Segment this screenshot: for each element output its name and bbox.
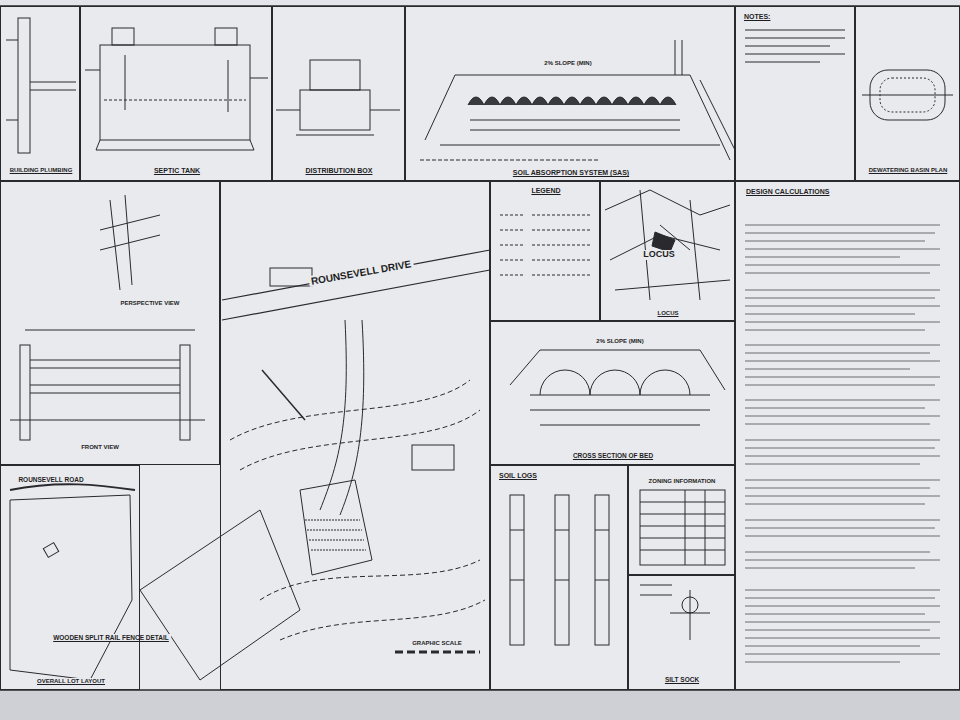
panel-title: DEWATERING BASIN PLAN: [867, 167, 950, 174]
drawing-panel: ROUNSEVELL ROAD OVERALL LOT LAYOUT: [0, 465, 140, 690]
drawing-label: FRONT VIEW: [79, 444, 121, 451]
drawing-panel: WOODEN SPLIT RAIL FENCE DETAIL: [0, 181, 220, 465]
panel-title: SILT SOCK: [663, 676, 701, 683]
drawing-panel: DEWATERING BASIN PLAN: [855, 6, 960, 181]
panel-title: SOIL ABSORPTION SYSTEM (SAS): [511, 169, 631, 177]
drawing-panel: SOIL ABSORPTION SYSTEM (SAS): [405, 6, 735, 181]
drawing-panel: LOCUS LOCUS: [600, 181, 735, 321]
drawing-panel: SEPTIC TANK: [80, 6, 272, 181]
panel-title: BUILDING PLUMBING: [8, 167, 75, 174]
drawing-label: 2% SLOPE (MIN): [542, 60, 593, 67]
panel-title: OVERALL LOT LAYOUT: [35, 678, 107, 685]
map-label: ZONING INFORMATION: [647, 478, 718, 485]
drawing-panel: LEGEND: [490, 181, 600, 321]
drawing-label: GRAPHIC SCALE: [410, 640, 464, 647]
panel-title: DESIGN CALCULATIONS: [744, 188, 831, 196]
panel-title: SOIL LOGS: [497, 472, 539, 480]
drawing-panel: DESIGN CALCULATIONS: [735, 181, 960, 690]
panel-title: LEGEND: [529, 187, 562, 195]
drawing-panel: ZONING INFORMATION: [628, 465, 735, 575]
panel-title: DISTRIBUTION BOX: [304, 167, 375, 175]
panel-title: WOODEN SPLIT RAIL FENCE DETAIL: [51, 634, 171, 641]
panel-title: SEPTIC TANK: [152, 167, 202, 175]
panel-title: LOCUS: [656, 310, 681, 317]
map-label: ROUNSEVELL DRIVE: [308, 258, 414, 287]
drawing-label: PERSPECTIVE VIEW: [118, 300, 181, 307]
drawing-panel: SILT SOCK: [628, 575, 735, 690]
panel-title: NOTES:: [742, 13, 772, 21]
drawing-panel: ROUNSEVELL DRIVE: [220, 181, 490, 690]
drawing-panel: DISTRIBUTION BOX: [272, 6, 405, 181]
map-label: ROUNSEVELL ROAD: [16, 476, 85, 483]
drawing-panel: NOTES:: [735, 6, 855, 181]
drawing-panel: SOIL LOGS: [490, 465, 628, 690]
map-label: LOCUS: [641, 250, 677, 260]
drawing-panel: BUILDING PLUMBING: [0, 6, 80, 181]
drawing-label: 2% SLOPE (MIN): [594, 338, 645, 345]
panel-title: CROSS SECTION OF BED: [571, 452, 655, 459]
